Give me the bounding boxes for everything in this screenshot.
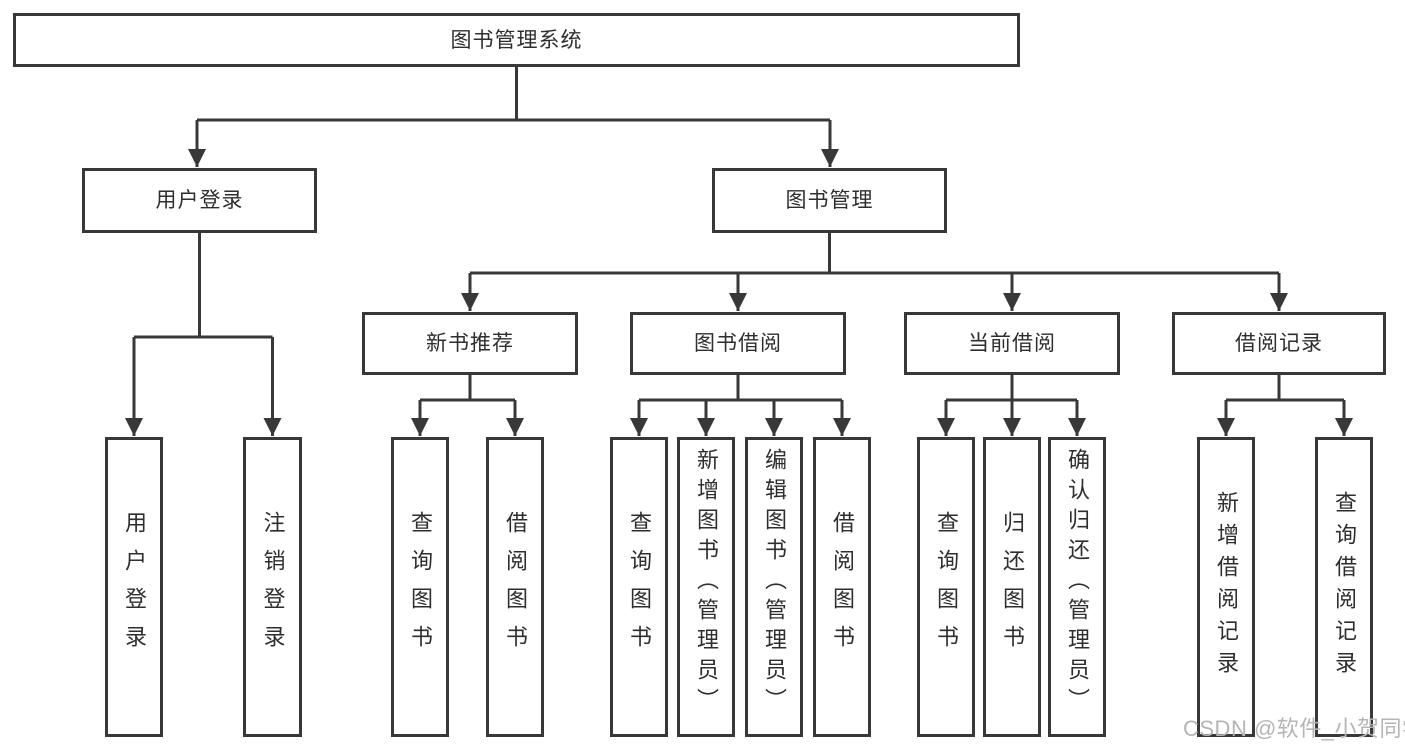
leaf-query-books-borrow-label: 查询图书 bbox=[627, 511, 652, 663]
leaf-borrow-books-recommend-label: 借阅图书 bbox=[503, 511, 528, 663]
leaf-query-books-borrow: 查询图书 bbox=[610, 437, 668, 737]
node-root-label: 图书管理系统 bbox=[450, 28, 583, 52]
node-borrow-records: 借阅记录 bbox=[1172, 312, 1386, 375]
node-new-book-recommend-label: 新书推荐 bbox=[426, 332, 514, 355]
watermark-text: CSDN @软件_小贺同学 bbox=[1183, 716, 1405, 741]
leaf-user-login: 用户登录 bbox=[105, 437, 163, 737]
node-book-borrow-label: 图书借阅 bbox=[694, 332, 782, 355]
leaf-query-books-recommend: 查询图书 bbox=[391, 437, 449, 737]
leaf-query-books-current: 查询图书 bbox=[917, 437, 975, 737]
connector-spines bbox=[134, 67, 1344, 402]
leaf-confirm-return-admin-label: 确认归还（管理员） bbox=[1065, 448, 1090, 718]
leaf-return-books: 归还图书 bbox=[983, 437, 1041, 737]
node-borrow-records-label: 借阅记录 bbox=[1235, 332, 1323, 355]
leaf-logout-label: 注销登录 bbox=[260, 511, 286, 663]
leaf-user-login-label: 用户登录 bbox=[122, 511, 147, 663]
node-current-borrow: 当前借阅 bbox=[904, 312, 1120, 375]
leaf-borrow-books-recommend: 借阅图书 bbox=[486, 437, 544, 737]
leaf-edit-books-admin-label: 编辑图书（管理员） bbox=[762, 448, 787, 718]
node-root: 图书管理系统 bbox=[13, 13, 1020, 67]
leaf-add-books-admin-label: 新增图书（管理员） bbox=[694, 448, 719, 718]
node-user-login: 用户登录 bbox=[82, 168, 317, 233]
leaf-logout: 注销登录 bbox=[243, 437, 302, 737]
leaf-add-borrow-record: 新增借阅记录 bbox=[1197, 437, 1255, 737]
node-new-book-recommend: 新书推荐 bbox=[362, 312, 578, 375]
node-book-management-label: 图书管理 bbox=[785, 189, 874, 212]
leaf-confirm-return-admin: 确认归还（管理员） bbox=[1048, 437, 1106, 737]
leaf-add-borrow-record-label: 新增借阅记录 bbox=[1214, 491, 1239, 683]
node-book-management: 图书管理 bbox=[712, 168, 947, 233]
leaf-query-borrow-record-label: 查询借阅记录 bbox=[1332, 491, 1357, 683]
leaf-borrow-books-borrow-label: 借阅图书 bbox=[830, 511, 855, 663]
leaf-borrow-books-borrow: 借阅图书 bbox=[813, 437, 871, 737]
leaf-add-books-admin: 新增图书（管理员） bbox=[677, 437, 735, 737]
leaf-query-borrow-record: 查询借阅记录 bbox=[1315, 437, 1373, 737]
leaf-query-books-recommend-label: 查询图书 bbox=[408, 511, 433, 663]
leaf-query-books-current-label: 查询图书 bbox=[934, 511, 959, 663]
leaf-edit-books-admin: 编辑图书（管理员） bbox=[745, 437, 803, 737]
leaf-return-books-label: 归还图书 bbox=[1000, 511, 1025, 663]
node-book-borrow: 图书借阅 bbox=[630, 312, 846, 375]
node-user-login-label: 用户登录 bbox=[155, 189, 244, 212]
node-current-borrow-label: 当前借阅 bbox=[968, 332, 1056, 355]
